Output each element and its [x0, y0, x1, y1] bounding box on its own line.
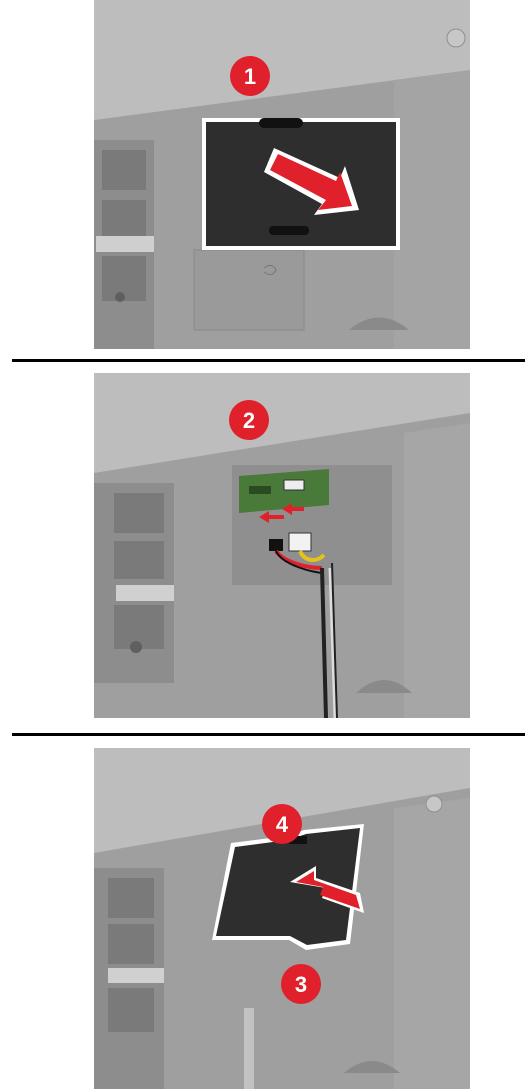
step-badge-2: 2 [229, 400, 269, 440]
step-3-illustration: 4 3 [94, 748, 470, 1089]
step-badge-label: 4 [276, 812, 289, 837]
step-1-illustration: 1 [94, 0, 470, 349]
step-badge-label: 3 [295, 972, 307, 997]
step-divider [12, 733, 525, 736]
step-badge-4: 4 [262, 804, 302, 844]
step-badge-label: 2 [243, 408, 255, 433]
step-2-panel: 2 [94, 373, 470, 718]
step-3-panel: 4 3 [94, 748, 470, 1089]
step-2-illustration: 2 [94, 373, 470, 718]
step-divider [12, 359, 525, 362]
step-badge-label: 1 [244, 64, 256, 89]
step-badge-3: 3 [281, 964, 321, 1004]
step-1-panel: 1 [94, 0, 470, 349]
step-badge-1: 1 [230, 56, 270, 96]
